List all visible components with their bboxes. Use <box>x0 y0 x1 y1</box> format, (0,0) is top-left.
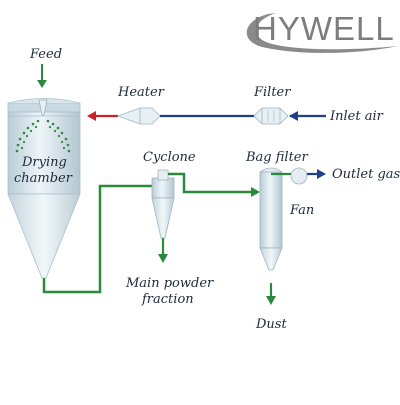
feed-arrow <box>37 64 47 88</box>
heater-label: Heater <box>117 85 165 100</box>
outlet-gas-label: Outlet gas <box>332 167 400 182</box>
spray-pattern <box>15 119 71 153</box>
fan-label: Fan <box>289 203 314 218</box>
logo-text: HYWELL <box>253 10 395 47</box>
cyclone <box>151 169 175 239</box>
atomizer-nozzle <box>38 99 48 116</box>
main-powder-arrow <box>158 238 168 263</box>
cyclone-label: Cyclone <box>143 150 196 165</box>
feed-label: Feed <box>29 47 62 62</box>
product-line-to-cyclone <box>42 184 152 294</box>
outlet-gas-arrow <box>307 169 326 179</box>
chamber-body <box>7 111 81 195</box>
drying-chamber: Drying chamber <box>7 98 81 279</box>
main-powder-label-line1: Main powder <box>125 276 214 291</box>
heater <box>116 107 161 125</box>
logo-swoosh <box>246 13 398 53</box>
bag-filter-label: Bag filter <box>245 150 309 165</box>
filter <box>253 107 289 125</box>
bag-filter <box>259 167 283 271</box>
gas-line-to-bag-filter <box>168 172 254 194</box>
inlet-air-label: Inlet air <box>329 109 384 124</box>
chamber-cone <box>7 193 81 279</box>
fan <box>290 167 308 185</box>
hot-air-line <box>87 111 118 121</box>
bag-filter-inlet-arrowhead <box>251 187 260 197</box>
inlet-air-line <box>160 111 326 121</box>
drying-chamber-label-line2: chamber <box>14 171 73 186</box>
dust-label: Dust <box>255 317 287 332</box>
hywell-logo: HYWELL <box>246 10 398 53</box>
dust-arrow <box>266 283 276 305</box>
drying-chamber-label-line1: Drying <box>21 155 67 170</box>
filter-label: Filter <box>253 85 291 100</box>
main-powder-label-line2: fraction <box>141 292 194 307</box>
